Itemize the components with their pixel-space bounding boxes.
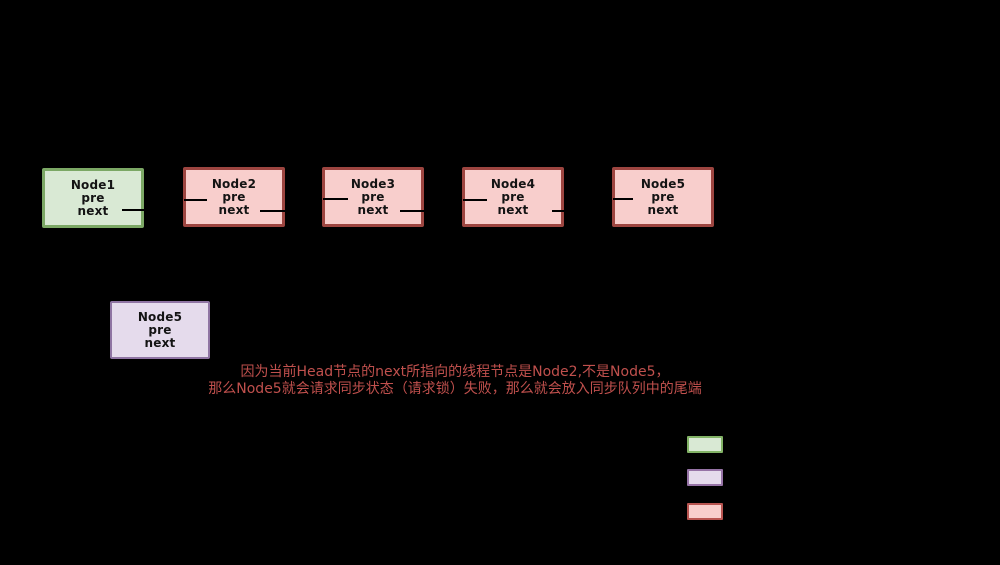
- node-field-pre: pre: [148, 322, 172, 337]
- legend-pink-swatch: [687, 503, 723, 520]
- node-field-next: next: [647, 202, 679, 217]
- node-field-next: next: [77, 203, 109, 218]
- annotation-line-2: 那么Node5就会请求同步状态（请求锁）失败，那么就会放入同步队列中的尾端: [208, 381, 702, 397]
- node-field-next: next: [497, 202, 529, 217]
- node-box-node4: Node4 pre next: [462, 167, 564, 227]
- node-box-node1: Node1 pre next: [42, 168, 144, 228]
- node-field-next: next: [218, 202, 250, 217]
- node-box-node5-new: Node5 pre next: [110, 301, 210, 359]
- connector-stub-node3-next: [400, 210, 426, 212]
- node-box-node2: Node2 pre next: [183, 167, 285, 227]
- node-field-pre: pre: [361, 189, 385, 204]
- legend-purple-swatch: [687, 469, 723, 486]
- node-title: Node1: [70, 177, 116, 192]
- node-title: Node2: [211, 176, 257, 191]
- connector-stub-node2-next: [260, 210, 286, 212]
- connector-stub-node4-pre: [463, 199, 487, 201]
- connector-stub-node2-pre: [184, 199, 207, 201]
- node-title: Node4: [490, 176, 536, 191]
- node-box-node3: Node3 pre next: [322, 167, 424, 227]
- connector-stub-node1-next: [122, 209, 145, 211]
- annotation-text: 因为当前Head节点的next所指向的线程节点是Node2,不是Node5， 那…: [150, 364, 760, 398]
- node-field-pre: pre: [651, 189, 675, 204]
- legend: [687, 436, 727, 520]
- node-title: Node5: [137, 309, 183, 324]
- node-field-pre: pre: [501, 189, 525, 204]
- node-field-pre: pre: [222, 189, 246, 204]
- connector-stub-node3-pre: [323, 198, 348, 200]
- annotation-line-1: 因为当前Head节点的next所指向的线程节点是Node2,不是Node5，: [240, 364, 670, 380]
- node-title: Node5: [640, 176, 686, 191]
- node-box-node5: Node5 pre next: [612, 167, 714, 227]
- legend-green-swatch: [687, 436, 723, 453]
- node-field-pre: pre: [81, 190, 105, 205]
- node-title: Node3: [350, 176, 396, 191]
- connector-stub-node4-next: [552, 210, 566, 212]
- node-field-next: next: [357, 202, 389, 217]
- node-field-next: next: [144, 335, 176, 350]
- connector-stub-node5-pre: [613, 198, 633, 200]
